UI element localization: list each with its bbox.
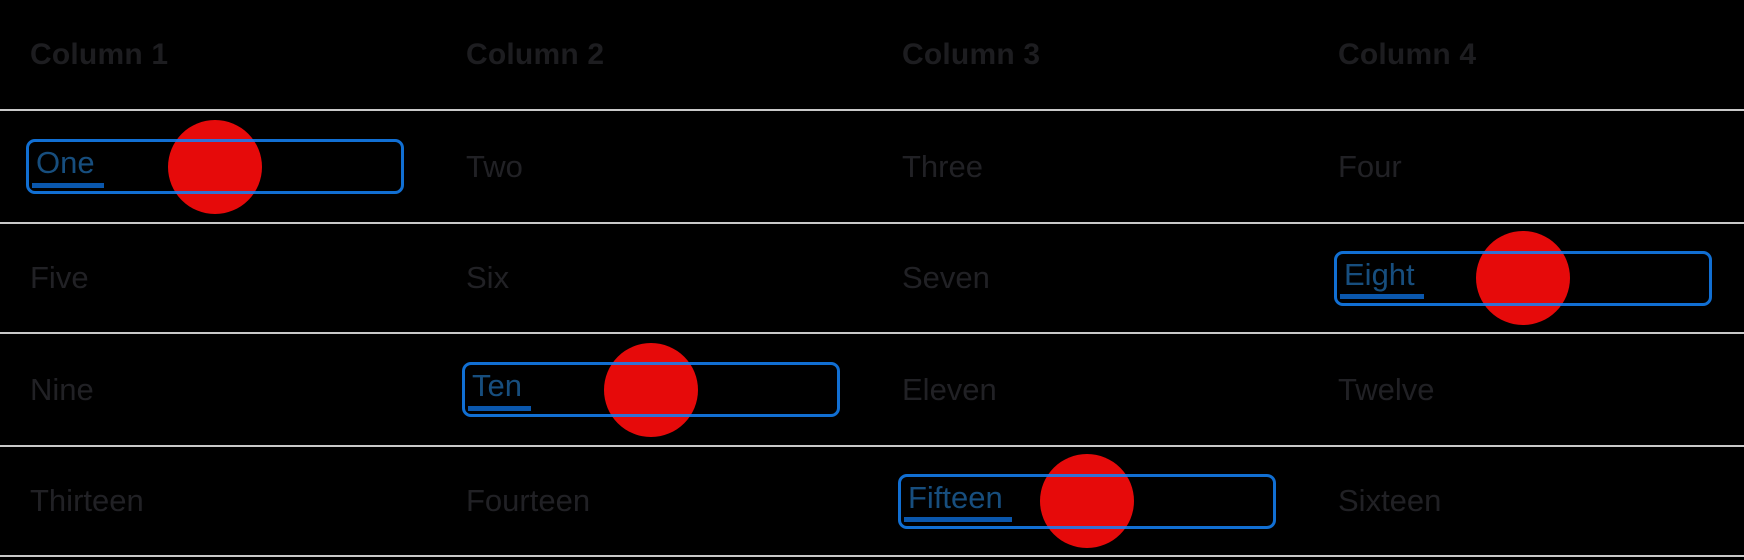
cell-text: Fourteen — [466, 483, 591, 518]
table-cell: Thirteen — [0, 447, 436, 555]
table-cell: Two — [436, 111, 872, 222]
table-cell: Five — [0, 224, 436, 332]
focused-cell-input[interactable]: Fifteen — [898, 473, 1276, 529]
cell-text: Six — [466, 260, 510, 295]
header-row: Column 1 Column 2 Column 3 Column 4 — [0, 0, 1744, 111]
cell-text: Nine — [30, 371, 94, 407]
cell-text: Three — [902, 148, 983, 184]
table-row: Thirteen Fourteen Fifteen Sixteen — [0, 447, 1744, 557]
cell-text: Two — [466, 148, 523, 184]
column-header: Column 2 — [466, 37, 605, 71]
table-cell: Sixteen — [1308, 447, 1744, 555]
table-cell: Ten — [436, 334, 872, 445]
cell-link[interactable]: One — [32, 145, 104, 188]
table-row: Nine Ten Eleven Twelve — [0, 334, 1744, 447]
cell-text: Five — [30, 260, 89, 295]
header-cell: Column 3 — [872, 0, 1308, 109]
cell-text: Sixteen — [1338, 483, 1442, 518]
header-cell: Column 4 — [1308, 0, 1744, 109]
cell-link[interactable]: Ten — [468, 368, 531, 411]
click-indicator-icon — [604, 342, 698, 437]
table-cell: Six — [436, 224, 872, 332]
focused-cell-input[interactable]: One — [26, 139, 404, 194]
table-cell: Four — [1308, 111, 1744, 222]
table-row: Five Six Seven Eight — [0, 224, 1744, 334]
table-cell: One — [0, 111, 436, 222]
cell-text: Thirteen — [30, 483, 144, 518]
focused-cell-input[interactable]: Ten — [462, 362, 840, 417]
table-row: One Two Three Four — [0, 111, 1744, 224]
cell-text: Twelve — [1338, 371, 1435, 407]
table-cell: Eight — [1308, 224, 1744, 332]
cell-text: Four — [1338, 148, 1402, 184]
table-cell: Fourteen — [436, 447, 872, 555]
click-indicator-icon — [168, 119, 262, 214]
table-cell: Seven — [872, 224, 1308, 332]
table-cell: Three — [872, 111, 1308, 222]
table-cell: Eleven — [872, 334, 1308, 445]
click-indicator-icon — [1476, 231, 1570, 325]
cell-text: Eleven — [902, 371, 997, 407]
cell-link[interactable]: Fifteen — [904, 480, 1012, 523]
click-indicator-icon — [1040, 454, 1134, 548]
column-header: Column 1 — [30, 37, 169, 71]
table-cell: Twelve — [1308, 334, 1744, 445]
cell-link[interactable]: Eight — [1340, 257, 1424, 300]
column-header: Column 4 — [1338, 37, 1477, 71]
header-cell: Column 1 — [0, 0, 436, 109]
table-cell: Fifteen — [872, 447, 1308, 555]
column-header: Column 3 — [902, 37, 1041, 71]
header-cell: Column 2 — [436, 0, 872, 109]
cell-text: Seven — [902, 260, 990, 295]
focused-cell-input[interactable]: Eight — [1334, 250, 1712, 306]
table-cell: Nine — [0, 334, 436, 445]
